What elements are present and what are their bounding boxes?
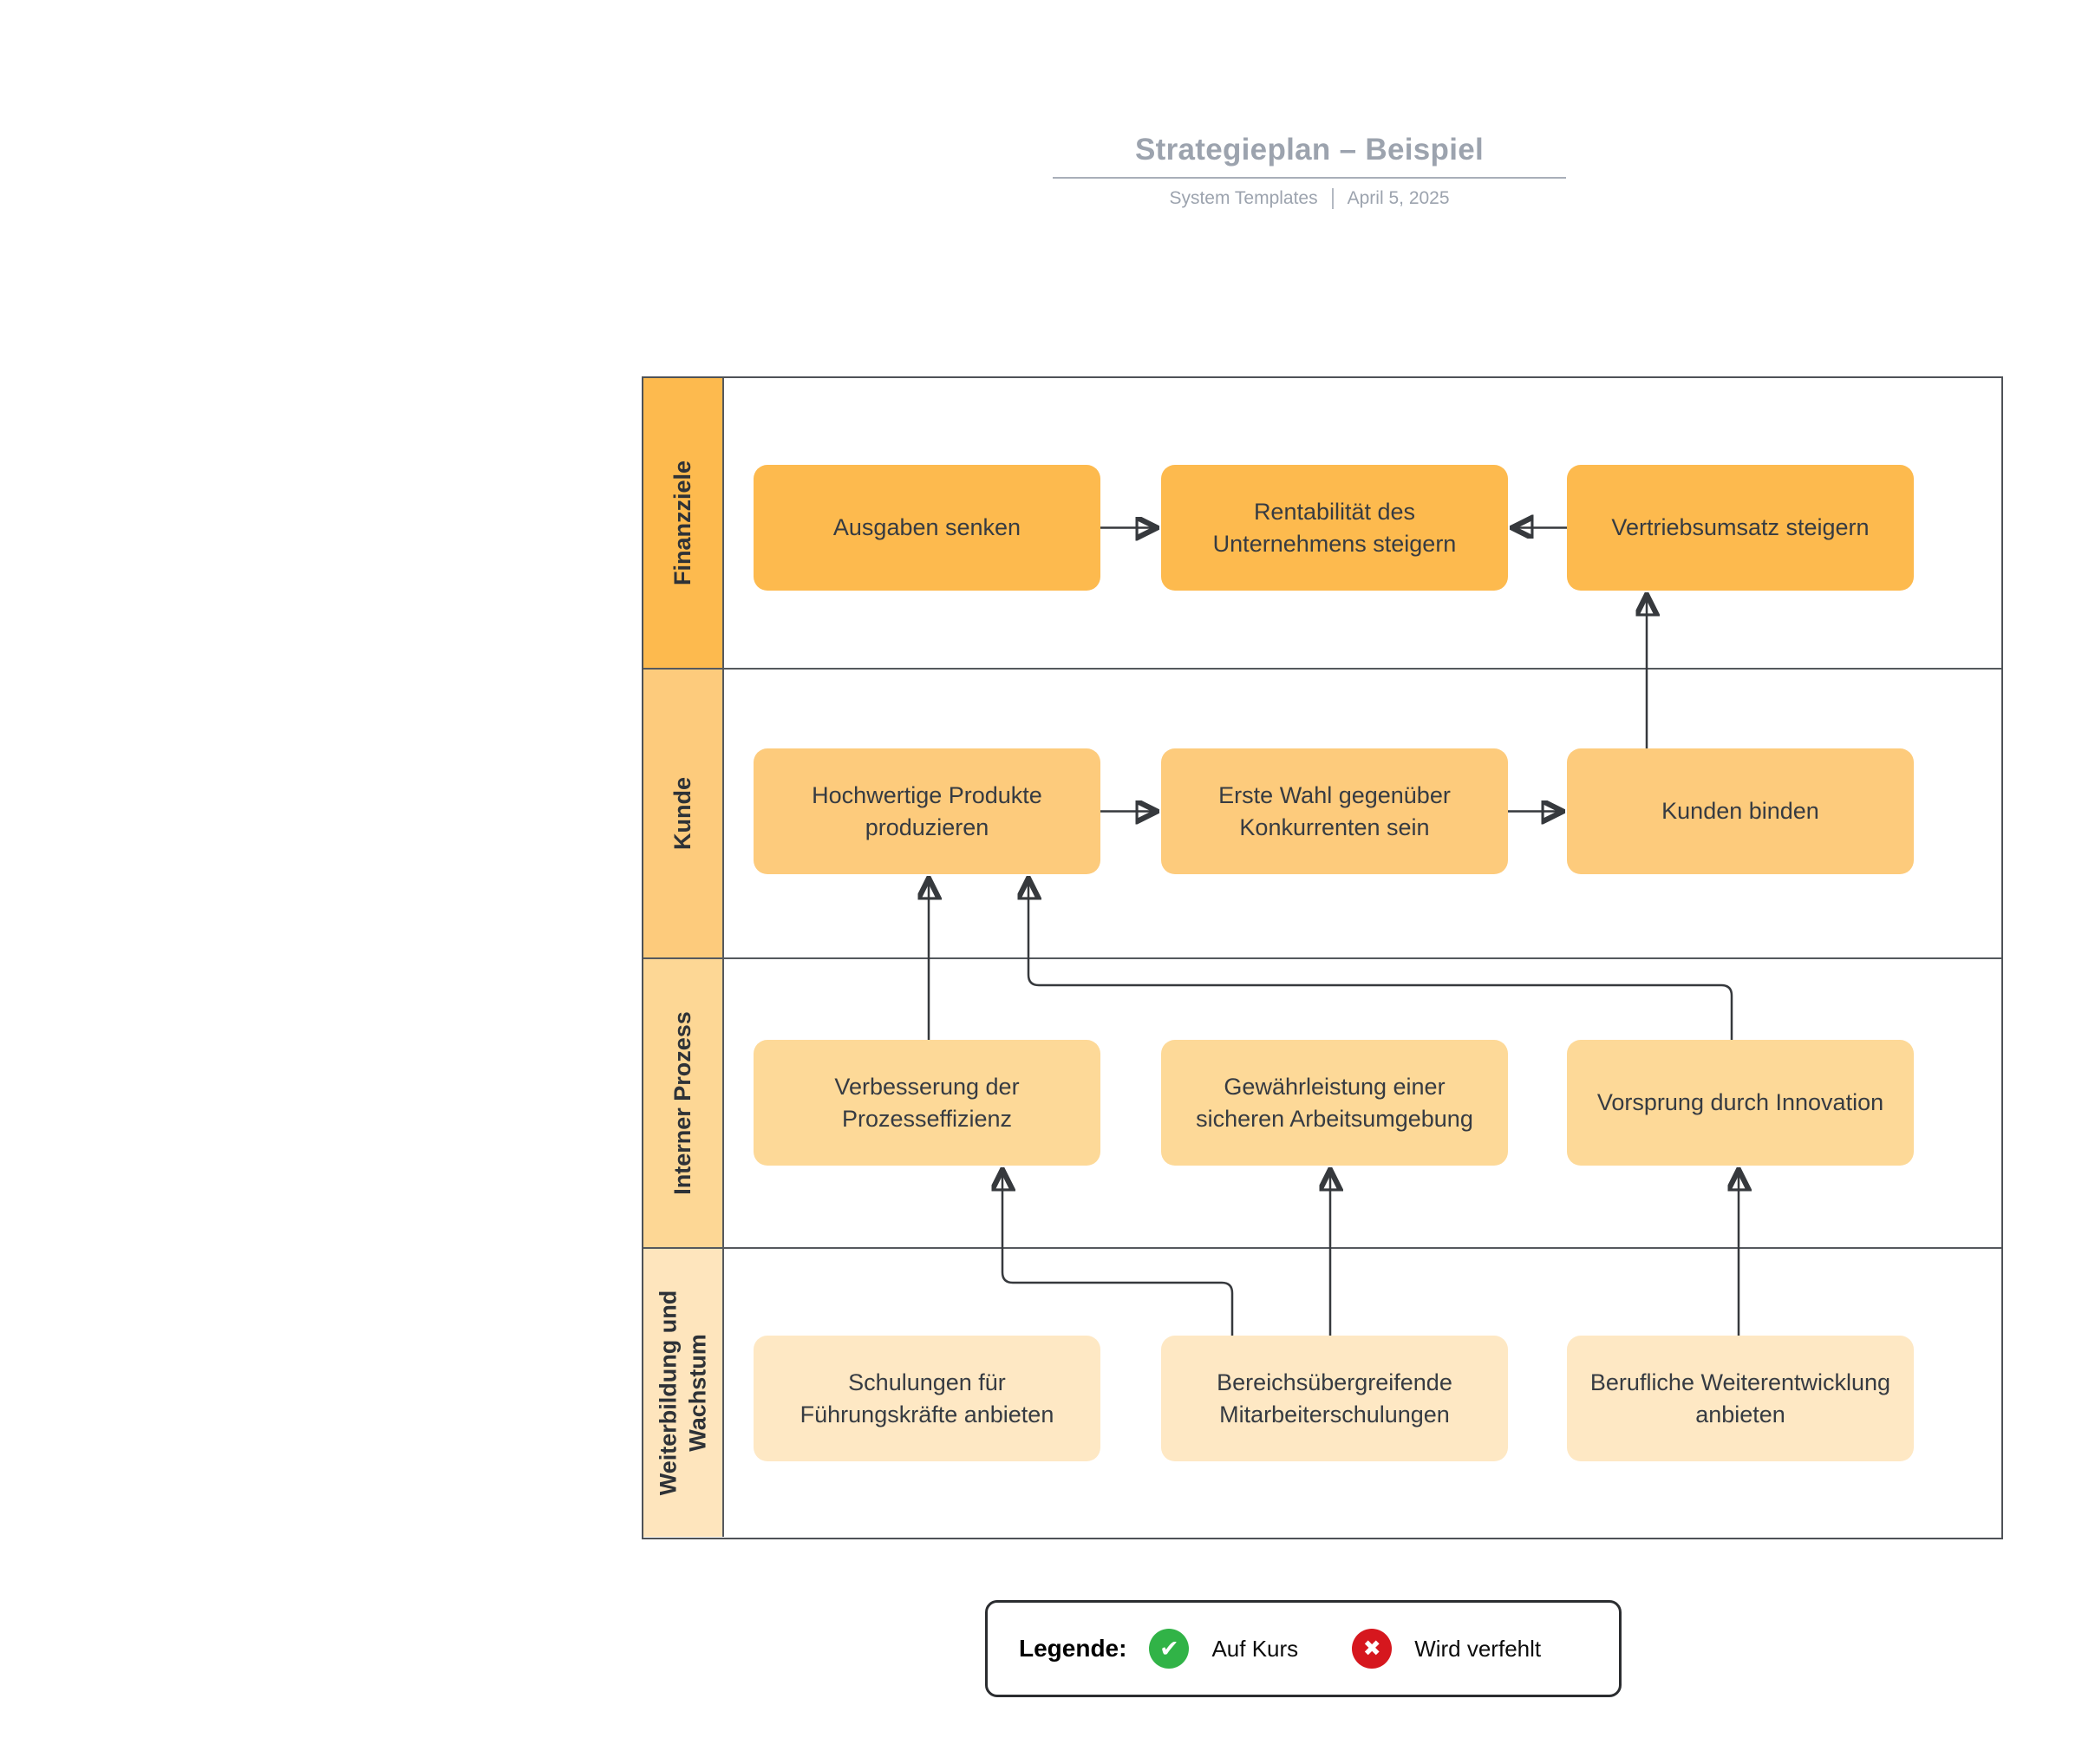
node-label: Bereichsübergreifende Mitarbeiterschulun… [1217,1369,1452,1428]
legend-item-on-track: ✔ Auf Kurs [1126,1629,1298,1669]
node-label: Vorsprung durch Innovation [1596,1089,1884,1116]
legend-title: Legende: [1019,1635,1127,1662]
legend-item-label: Wird verfehlt [1414,1635,1542,1662]
lane-weiterbildung: Weiterbildung und Wachstum [643,1247,2001,1537]
node-label: Vertriebsumsatz steigern [1611,514,1870,541]
node-sichere-arbeitsumgebung[interactable]: Gewährleistung einer sicheren Arbeitsumg… [1161,1040,1508,1166]
node-prozesseffizienz[interactable]: Verbesserung der Prozesseffizienz [754,1040,1100,1166]
lane-kunde: Kunde [643,668,2001,957]
page-subtitle: System Templates April 5, 2025 [1049,188,1570,209]
node-label: Gewährleistung einer sicheren Arbeitsumg… [1196,1074,1473,1132]
node-label: Berufliche Weiterentwicklung anbieten [1589,1369,1891,1428]
strategy-map: Finanzziele Kunde Interner Prozess Weite… [642,376,2003,1539]
node-vorsprung-innovation[interactable]: Vorsprung durch Innovation [1567,1040,1914,1166]
lane-header-interner-prozess: Interner Prozess [643,959,724,1247]
node-label: Hochwertige Produkte produzieren [812,782,1042,840]
node-label: Kunden binden [1661,798,1819,825]
page-title: Strategieplan – Beispiel [1134,133,1485,167]
lane-label: Kunde [669,777,695,850]
node-berufliche-weiterentwicklung[interactable]: Berufliche Weiterentwicklung anbieten [1567,1336,1914,1461]
cross-circle-icon: ✖ [1352,1629,1393,1669]
lane-header-weiterbildung: Weiterbildung und Wachstum [643,1249,724,1537]
node-kunden-binden[interactable]: Kunden binden [1567,748,1914,874]
lane-label: Finanzziele [669,460,695,586]
node-label: Erste Wahl gegenüber Konkurrenten sein [1218,782,1451,840]
subtitle-date: April 5, 2025 [1347,188,1450,208]
legend-item-label: Auf Kurs [1211,1635,1299,1662]
node-vertriebsumsatz-steigern[interactable]: Vertriebsumsatz steigern [1567,465,1914,591]
node-ausgaben-senken[interactable]: Ausgaben senken [754,465,1100,591]
lane-label: Weiterbildung und Wachstum [654,1290,710,1496]
subtitle-author: System Templates [1169,188,1318,208]
node-hochwertige-produkte[interactable]: Hochwertige Produkte produzieren [754,748,1100,874]
legend-item-missed: ✖ Wird verfehlt [1298,1629,1541,1669]
node-label: Schulungen für Führungskräfte anbieten [800,1369,1054,1428]
node-mitarbeiterschulungen[interactable]: Bereichsübergreifende Mitarbeiterschulun… [1161,1336,1508,1461]
legend: Legende: ✔ Auf Kurs ✖ Wird verfehlt [985,1600,1622,1697]
lane-header-kunde: Kunde [643,670,724,957]
title-block: Strategieplan – Beispiel System Template… [1049,132,1570,209]
subtitle-separator [1331,188,1334,209]
node-label: Ausgaben senken [832,514,1021,541]
node-label: Rentabilität des Unternehmens steigern [1212,499,1457,557]
title-underline [1053,177,1566,179]
node-schulungen-fuehrungskraefte[interactable]: Schulungen für Führungskräfte anbieten [754,1336,1100,1461]
lane-label: Interner Prozess [669,1011,695,1195]
lane-header-finanzziele: Finanzziele [643,378,724,668]
lane-finanzziele: Finanzziele [643,378,2001,668]
node-label: Verbesserung der Prozesseffizienz [834,1074,1020,1132]
node-rentabilitaet-steigern[interactable]: Rentabilität des Unternehmens steigern [1161,465,1508,591]
node-erste-wahl[interactable]: Erste Wahl gegenüber Konkurrenten sein [1161,748,1508,874]
check-circle-icon: ✔ [1149,1629,1190,1669]
